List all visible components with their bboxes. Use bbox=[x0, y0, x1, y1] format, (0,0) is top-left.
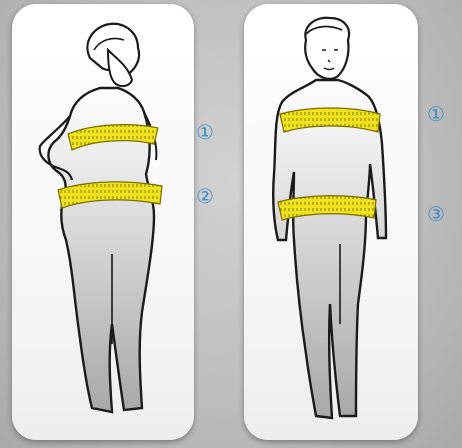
marker-1-right: ① bbox=[427, 104, 445, 124]
male-figure-card bbox=[244, 4, 418, 440]
marker-2-left: ② bbox=[196, 186, 214, 206]
marker-1-left: ① bbox=[196, 122, 214, 142]
marker-3-right: ③ bbox=[427, 204, 445, 224]
female-figure-illustration bbox=[12, 4, 194, 440]
male-figure-illustration bbox=[244, 4, 418, 440]
female-figure-card bbox=[12, 4, 194, 440]
